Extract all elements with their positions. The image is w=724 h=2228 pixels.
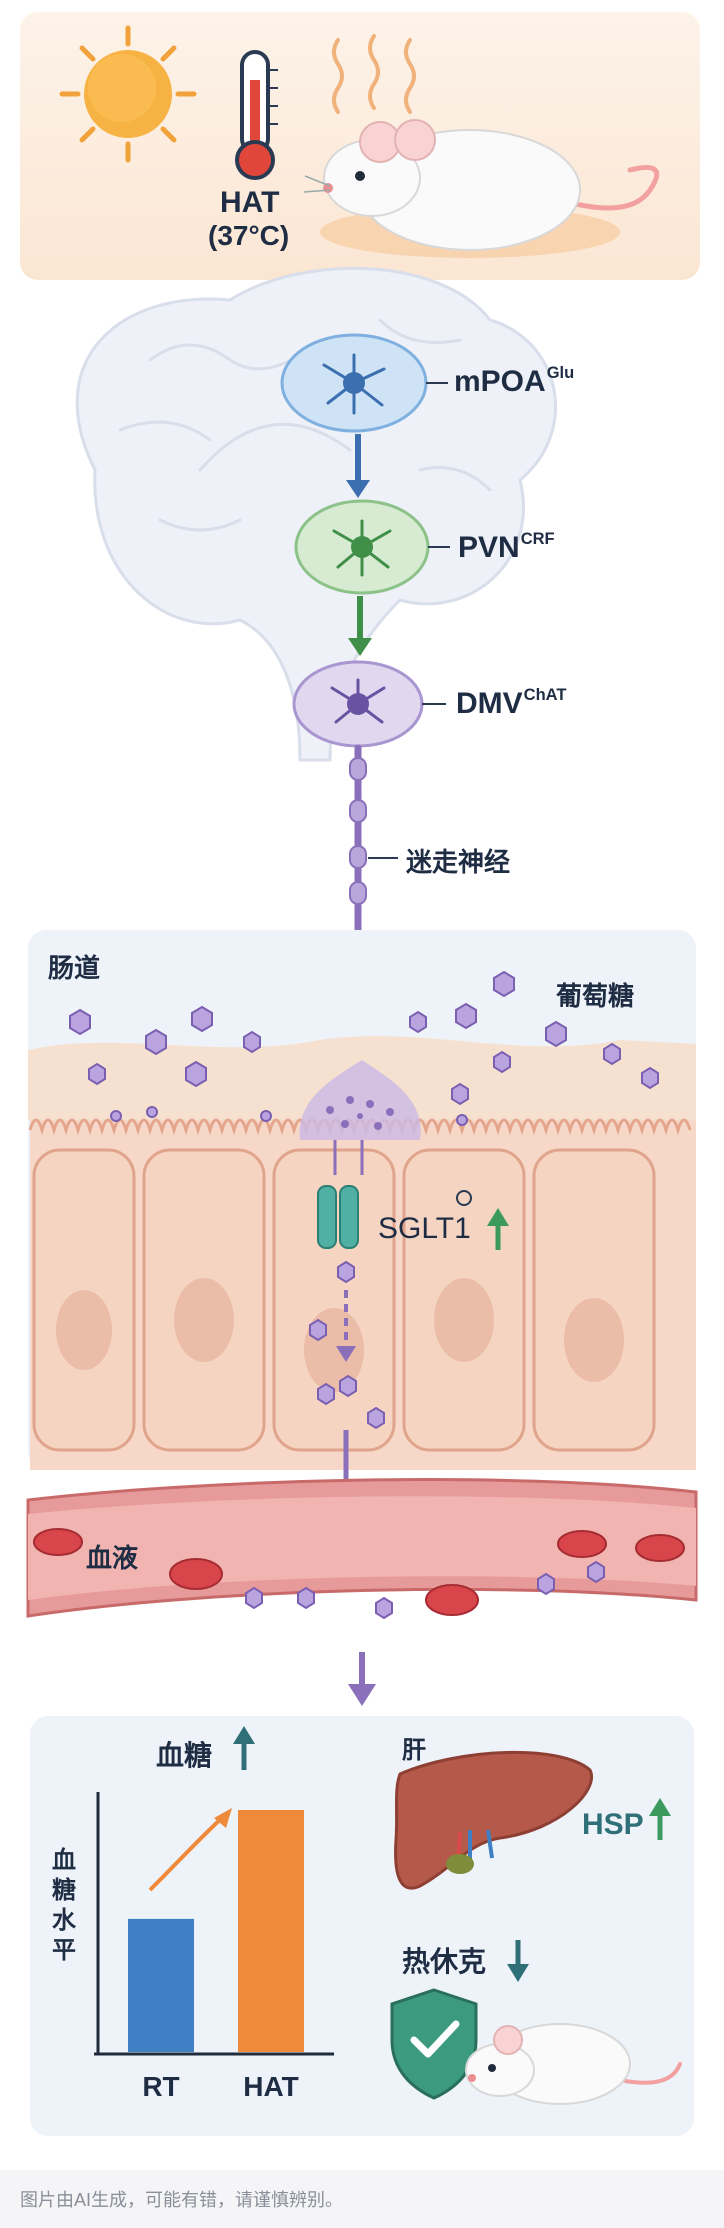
heatshock-down-arrow	[507, 1940, 529, 1982]
footer-disclaimer: 图片由AI生成，可能有错，请谨慎辨别。	[0, 2170, 724, 2228]
vagus-nerve-label: 迷走神经	[406, 847, 511, 877]
gut-label: 肠道	[48, 953, 101, 983]
mouse-icon	[303, 119, 660, 251]
nerve-terminal	[299, 1060, 421, 1175]
neuron-dmv	[292, 660, 424, 748]
mpoa-name: mPOA	[454, 365, 546, 399]
tick-label-rt: RT	[142, 2071, 179, 2102]
pvn-sup: CRF	[520, 530, 555, 548]
sglt1-transporter-icon	[317, 1185, 472, 1249]
dmv-sup: ChAT	[523, 686, 567, 704]
blood-vessel	[26, 1478, 698, 1620]
hsp-up-arrow	[649, 1798, 671, 1840]
dmv-label: DMVChAT	[456, 686, 566, 721]
pvn-label: PVNCRF	[458, 530, 555, 565]
heat-waves-icon	[332, 34, 416, 114]
liver-label: 肝	[402, 1737, 426, 1764]
mpoa-sup: Glu	[546, 364, 575, 382]
sun-icon	[59, 25, 197, 163]
epithelial-cells	[32, 1148, 656, 1452]
blood-label: 血液	[86, 1543, 139, 1573]
arrow-mpoa-pvn	[346, 434, 370, 498]
bar-rt	[128, 1918, 194, 2052]
heatshock-label: 热休克	[402, 1946, 487, 1977]
bar-hat	[238, 1810, 304, 2052]
arrow-pvn-dmv	[348, 596, 372, 656]
y-axis-label: 血糖水平	[52, 1846, 82, 1966]
tick-label-hat: HAT	[243, 2071, 298, 2102]
glucose-up-arrow	[233, 1726, 255, 1770]
y-axis-label-text: 血糖水平	[52, 1847, 76, 1964]
chart-title: 血糖	[156, 1740, 213, 1771]
glucose-transport-path	[309, 1260, 385, 1528]
relaxed-mouse-icon	[465, 2023, 682, 2105]
dmv-name: DMV	[456, 687, 523, 721]
blood-glucose-chart: RT HAT	[94, 1792, 334, 2102]
glucose-label: 葡萄糖	[556, 981, 635, 1011]
neuron-pvn	[294, 499, 430, 595]
mpoa-label: mPOAGlu	[454, 364, 574, 399]
neuron-mpoa	[280, 333, 428, 433]
liver-icon	[394, 1750, 593, 1890]
thermometer-icon	[235, 50, 278, 180]
blood-to-summary-arrow	[348, 1652, 376, 1706]
hat-label: HAT	[220, 186, 280, 219]
pvn-name: PVN	[458, 531, 520, 565]
sglt1-up-arrow	[487, 1208, 509, 1250]
temperature-label: (37°C)	[208, 220, 290, 251]
sglt1-label: SGLT1	[378, 1212, 471, 1245]
glucose-molecules	[69, 970, 659, 1126]
hsp-label: HSP	[582, 1808, 644, 1841]
